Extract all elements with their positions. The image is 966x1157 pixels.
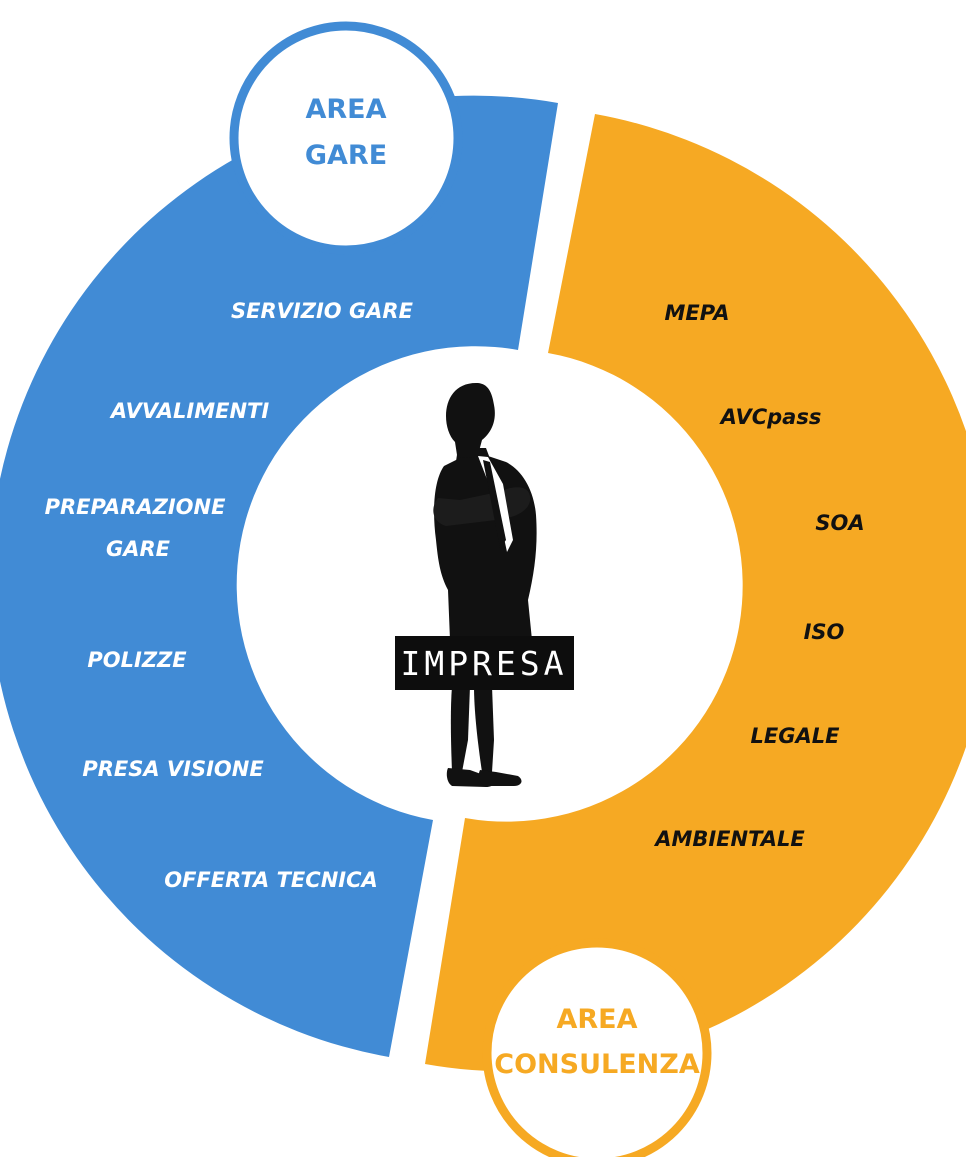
area-gare-items: SERVIZIO GARE AVVALIMENTI PREPARAZIONE G…: [45, 299, 414, 892]
businessman-silhouette-icon: [433, 382, 537, 787]
area-consulenza-circle: [482, 938, 712, 1157]
gare-item-preparazione-gare-line1: PREPARAZIONE: [45, 495, 227, 519]
area-consulenza-badge: AREA CONSULENZA: [482, 938, 712, 1157]
consulenza-item-iso: ISO: [804, 620, 845, 644]
consulenza-item-avcpass: AVCpass: [719, 405, 822, 429]
area-consulenza-items: MEPA AVCpass SOA ISO LEGALE AMBIENTALE: [653, 301, 864, 851]
gare-item-offerta-tecnica: OFFERTA TECNICA: [164, 868, 378, 892]
area-consulenza-segment: [425, 114, 966, 1072]
gare-item-polizze: POLIZZE: [87, 648, 187, 672]
consulenza-item-soa: SOA: [815, 511, 864, 535]
area-consulenza-title-line1: AREA: [556, 1004, 637, 1035]
consulenza-item-ambientale: AMBIENTALE: [653, 827, 805, 851]
consulenza-item-mepa: MEPA: [665, 301, 730, 325]
area-gare-title-line1: AREA: [305, 94, 386, 125]
area-gare-title-line2: GARE: [305, 140, 387, 171]
area-gare-segment: [0, 95, 558, 1057]
impresa-label: IMPRESA: [400, 644, 567, 683]
gare-item-preparazione-gare-line2: GARE: [106, 537, 171, 561]
area-gare-circle: [229, 21, 463, 255]
consulenza-item-legale: LEGALE: [751, 724, 841, 748]
impresa-banner-background: [395, 636, 574, 690]
gare-item-servizio-gare: SERVIZIO GARE: [231, 299, 414, 323]
area-gare-badge: AREA GARE: [229, 21, 463, 255]
gare-item-presa-visione: PRESA VISIONE: [82, 757, 264, 781]
area-consulenza-title-line2: CONSULENZA: [494, 1049, 700, 1080]
gare-item-avvalimenti: AVVALIMENTI: [109, 399, 269, 423]
impresa-banner: IMPRESA: [395, 636, 574, 690]
